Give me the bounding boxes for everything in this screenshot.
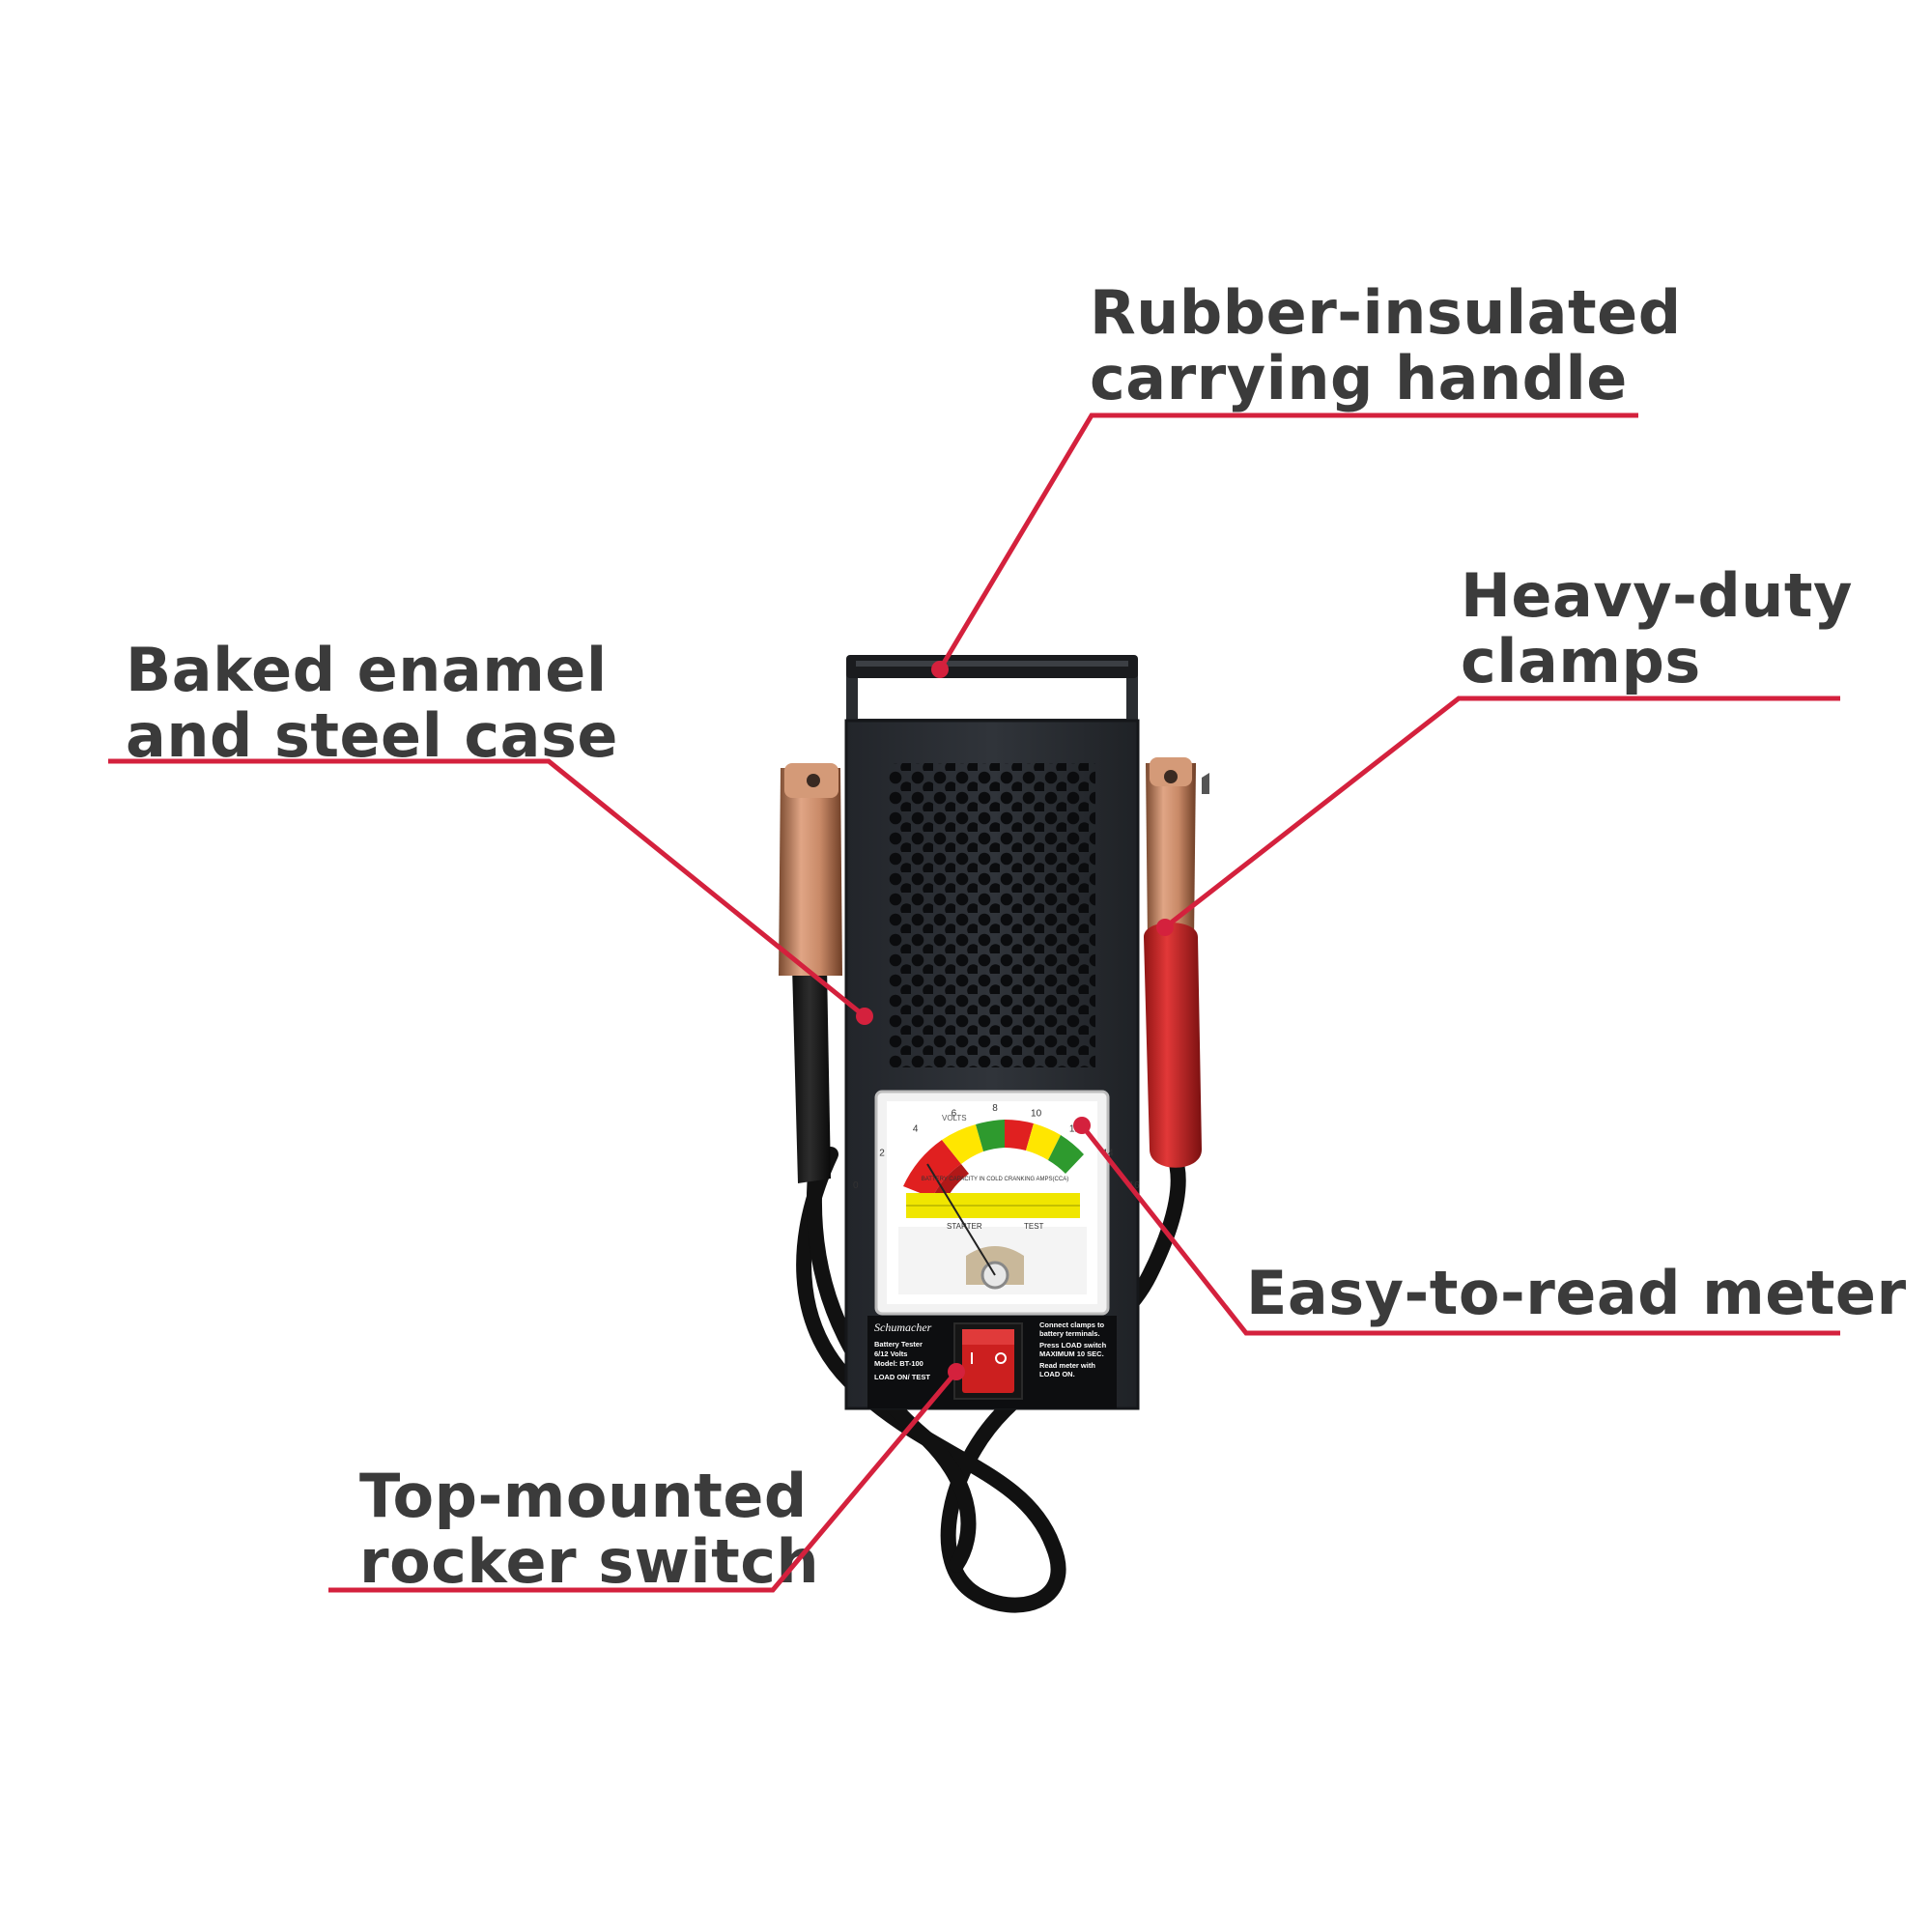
callout-baked-enamel-case: Baked enamel and steel case (126, 638, 618, 769)
analog-meter: 0246810121416 VOLTS BATTERY CAPACITY IN … (853, 1090, 1141, 1316)
instruction-text: LOAD ON. (1039, 1370, 1075, 1378)
instruction-text: Read meter with (1039, 1361, 1095, 1370)
carrying-handle (846, 655, 1138, 730)
leader-meter (1080, 1123, 1840, 1336)
instruction-text: Connect clamps to (1039, 1321, 1105, 1329)
panel-label: Battery Tester (874, 1340, 923, 1349)
callout-text: Rubber-insulated (1090, 277, 1682, 348)
callout-text: Baked enamel (126, 635, 608, 705)
load-test-label: LOAD ON/ TEST (874, 1373, 930, 1381)
meter-scale-number: 10 (1031, 1108, 1042, 1119)
meter-scale-number: 14 (1102, 1149, 1114, 1159)
leader-case (108, 758, 867, 1018)
instruction-text: battery terminals. (1039, 1329, 1100, 1338)
instruction-text: Press LOAD switch (1039, 1341, 1107, 1350)
callout-rocker-switch: Top-mounted rocker switch (359, 1463, 819, 1595)
callout-carrying-handle: Rubber-insulated carrying handle (1090, 280, 1682, 412)
meter-scale-number: 2 (879, 1149, 885, 1159)
brand-logo: Schumacher (874, 1321, 932, 1334)
callout-easy-to-read-meter: Easy-to-read meter (1246, 1261, 1907, 1326)
off-mark-icon (995, 1352, 1007, 1364)
leader-clamps (1163, 696, 1840, 929)
callout-leaders (108, 412, 1840, 1593)
callout-text: Heavy-duty (1461, 560, 1853, 631)
meter-scale-number: 6 (952, 1108, 957, 1119)
panel-label: Model: BT-100 (874, 1359, 923, 1368)
dot-meter (1073, 1117, 1091, 1134)
meter-needle (926, 1163, 996, 1276)
black-clamp (779, 763, 842, 1183)
callout-text: clamps (1461, 626, 1701, 696)
callout-text: Easy-to-read meter (1246, 1258, 1907, 1328)
meter-scale-number: 4 (913, 1123, 919, 1134)
callout-heavy-duty-clamps: Heavy-duty clamps (1461, 563, 1853, 695)
meter-footer-test: TEST (1024, 1222, 1044, 1231)
meter-scale-number: 8 (992, 1103, 998, 1114)
control-panel: Schumacher Battery Tester 6/12 Volts Mod… (867, 1316, 1117, 1408)
callout-text: carrying handle (1090, 343, 1628, 413)
meter-scale-number: 0 (853, 1180, 859, 1191)
meter-scale-number: 16 (1129, 1180, 1141, 1191)
vent-grille (889, 763, 1095, 1067)
leader-handle (937, 412, 1638, 671)
meter-caption: BATTERY CAPACITY IN COLD CRANKING AMPS(C… (922, 1177, 1068, 1182)
dot-switch (948, 1363, 965, 1380)
callout-text: rocker switch (359, 1526, 820, 1597)
dot-handle (931, 661, 949, 678)
dot-clamps (1156, 919, 1174, 936)
callout-dots (856, 661, 1174, 1380)
callout-text: Top-mounted (359, 1461, 808, 1531)
panel-label: 6/12 Volts (874, 1350, 907, 1358)
leader-switch (328, 1370, 958, 1593)
callout-text: and steel case (126, 700, 618, 771)
instruction-text: MAXIMUM 10 SEC. (1039, 1350, 1104, 1358)
meter-unit: VOLTS (942, 1114, 967, 1122)
red-clamp (1144, 757, 1209, 1168)
meter-footer-starter: STARTER (947, 1222, 982, 1231)
rocker-switch[interactable] (953, 1322, 1023, 1400)
dot-case (856, 1008, 873, 1025)
